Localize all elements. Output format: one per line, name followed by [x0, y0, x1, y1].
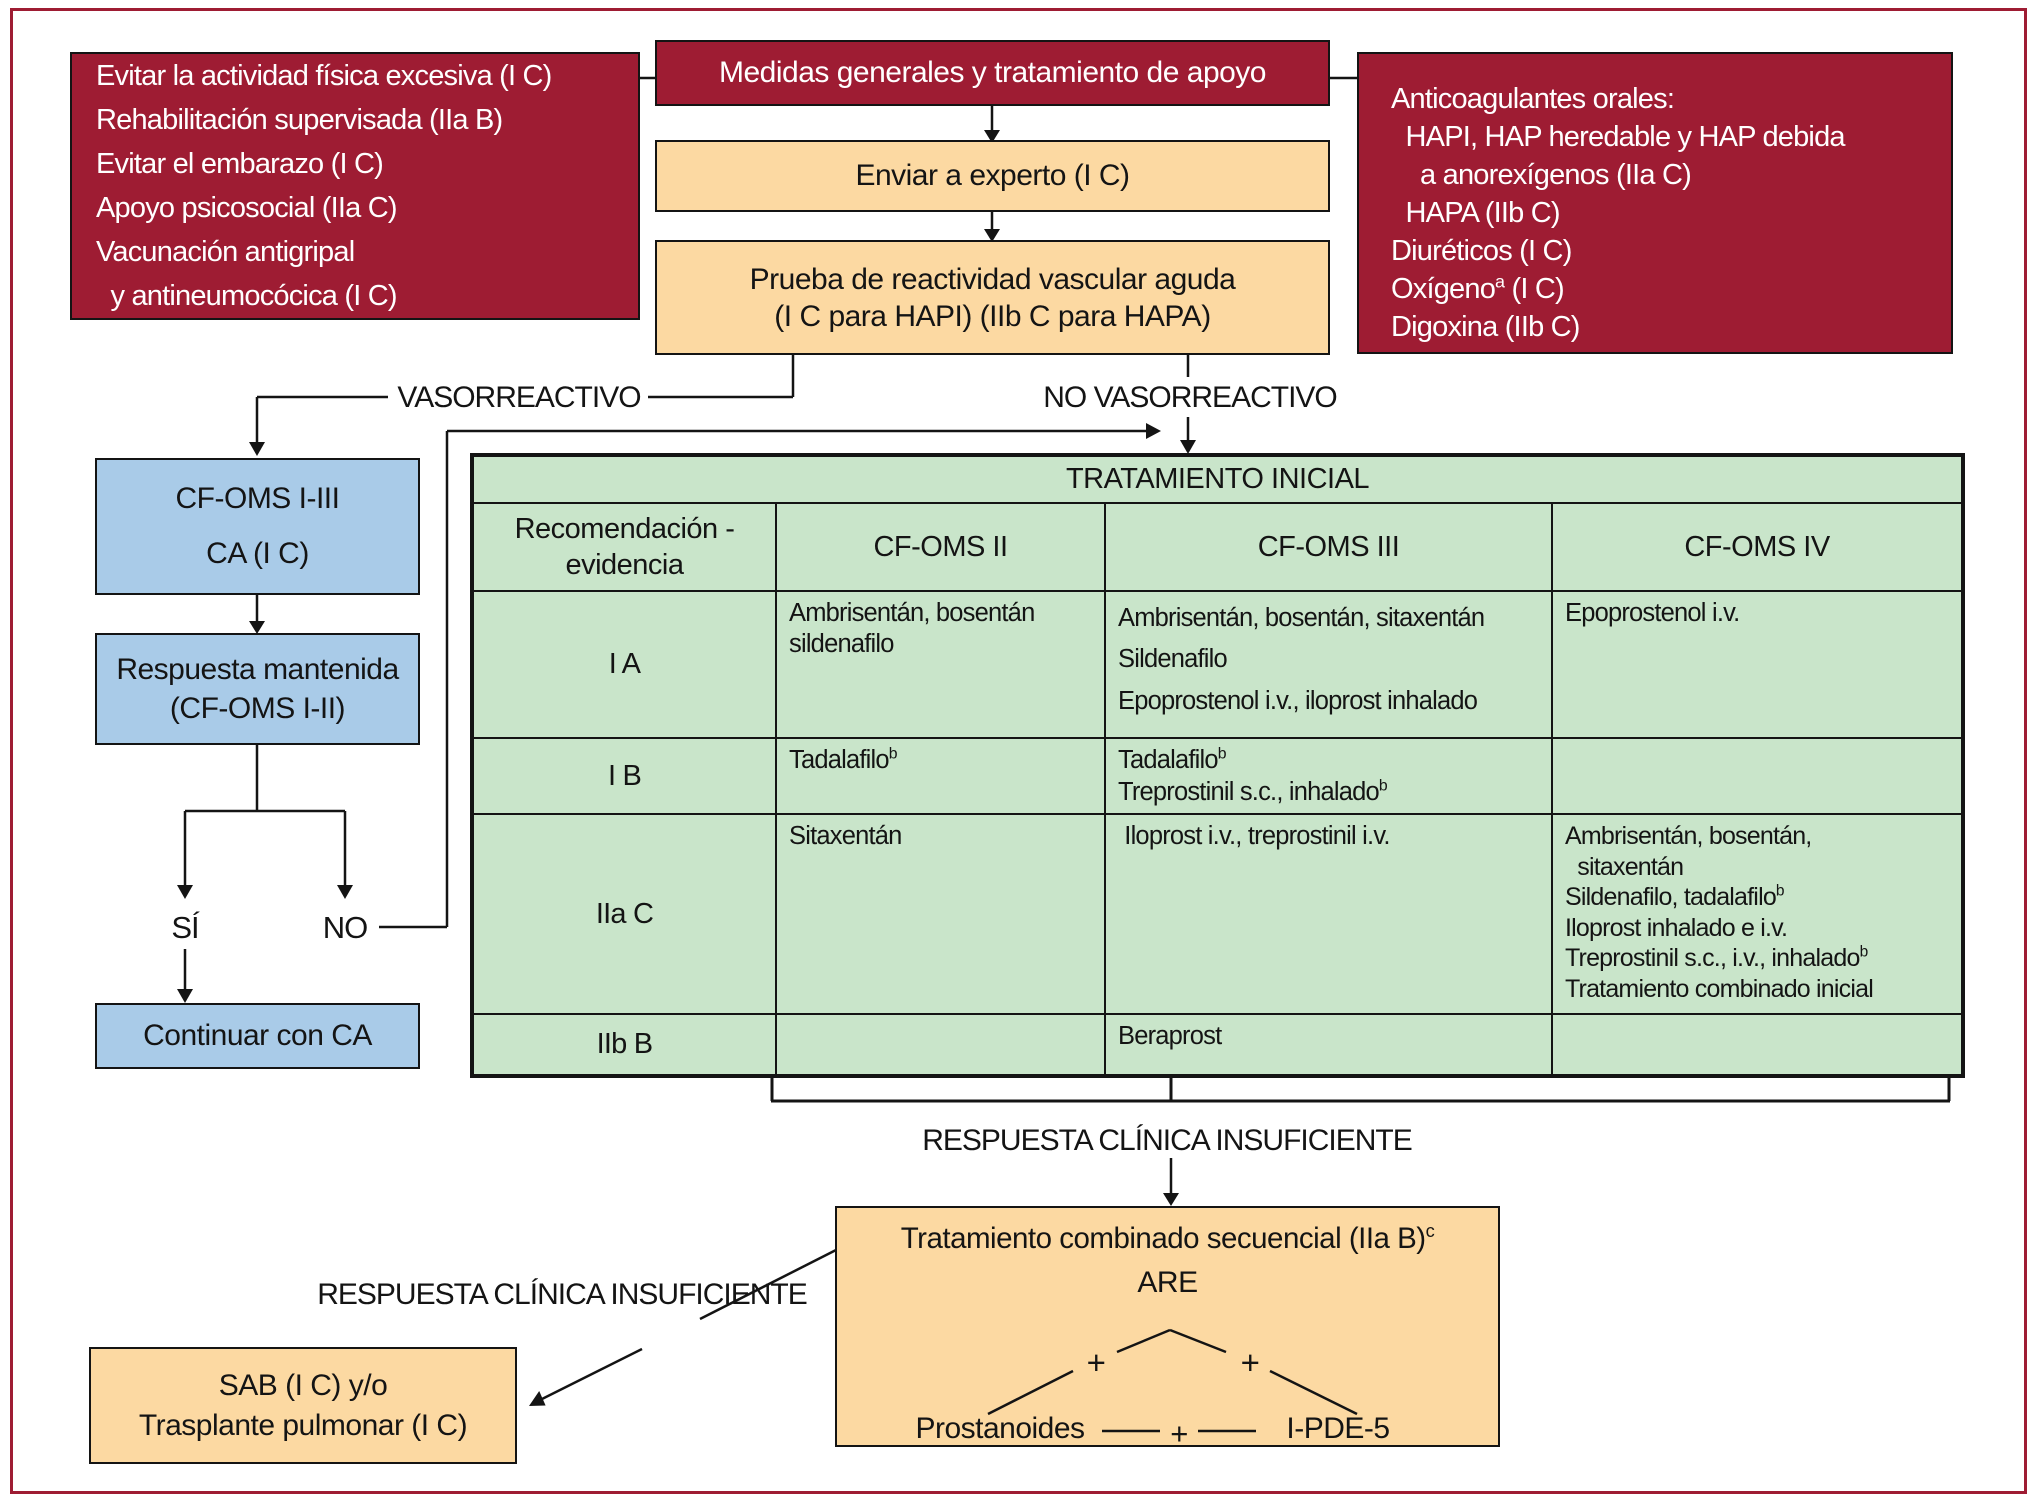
no-vasorreactivo-label: NO VASORREACTIVO: [1043, 381, 1338, 414]
tratamiento-combinado-title: Tratamiento combinado secuencial (IIa B)…: [900, 1220, 1435, 1255]
ipde5-label: I-PDE-5: [1286, 1412, 1390, 1445]
anticoagulantes-box: Anticoagulantes orales: HAPI, HAP hereda…: [1357, 52, 1953, 354]
col-header-cfoms3: CF-OMS III: [1104, 502, 1551, 590]
prueba-reactividad-text: Prueba de reactividad vascular aguda(I C…: [749, 262, 1236, 333]
si-label: SÍ: [171, 910, 199, 945]
cfoms-ca-line2: CA (I C): [206, 537, 309, 571]
enviar-experto-box: Enviar a experto (I C): [655, 140, 1330, 212]
row-iibb-cfoms2: [775, 1013, 1104, 1074]
figure-border: [10, 8, 2027, 1494]
prostanoides-label: Prostanoides: [915, 1412, 1085, 1445]
col-header-recomendacion: Recomendación -evidencia: [474, 502, 775, 590]
vasorreactivo-label: VASORREACTIVO: [397, 381, 641, 414]
no-label: NO: [322, 910, 369, 945]
respuesta-clinica-label-2: RESPUESTA CLÍNICA INSUFICIENTE: [317, 1278, 808, 1311]
enviar-experto-label: Enviar a experto (I C): [855, 159, 1130, 192]
cfoms-ca-box: CF-OMS I-III CA (I C): [95, 458, 420, 595]
col-header-cfoms4: CF-OMS IV: [1551, 502, 1961, 590]
row-ib-cfoms4: [1551, 737, 1961, 813]
row-ia-cfoms4: Epoprostenol i.v.: [1551, 590, 1961, 737]
row-iibb-grade: IIb B: [474, 1013, 775, 1074]
table-title: TRATAMIENTO INICIAL: [1065, 463, 1370, 496]
respuesta-mantenida-box: Respuesta mantenida(CF-OMS I-II): [95, 633, 420, 745]
row-ib-grade: I B: [474, 737, 775, 813]
general-measures-box: Evitar la actividad física excesiva (I C…: [70, 52, 640, 320]
col-header-cfoms2: CF-OMS II: [775, 502, 1104, 590]
plus-bottom: +: [1170, 1416, 1188, 1451]
row-ia-grade: I A: [474, 590, 775, 737]
general-measures-text: Evitar la actividad física excesiva (I C…: [96, 60, 552, 312]
are-label: ARE: [1137, 1266, 1198, 1299]
plus-left: +: [1086, 1344, 1106, 1381]
tratamiento-combinado-box: Tratamiento combinado secuencial (IIa B)…: [835, 1206, 1500, 1447]
cfoms-ca-line1: CF-OMS I-III: [175, 481, 340, 515]
row-iibb-cfoms4: [1551, 1013, 1961, 1074]
medidas-generales-box: Medidas generales y tratamiento de apoyo: [655, 40, 1330, 106]
tratamiento-inicial-table: TRATAMIENTO INICIAL Recomendación -evide…: [470, 453, 1965, 1078]
row-iibb-cfoms3: Beraprost: [1104, 1013, 1551, 1074]
respuesta-clinica-label-1: RESPUESTA CLÍNICA INSUFICIENTE: [922, 1124, 1413, 1157]
row-iiac-cfoms2: Sitaxentán: [775, 813, 1104, 1013]
continuar-ca-label: Continuar con CA: [143, 1019, 372, 1052]
row-iiac-cfoms3: Iloprost i.v., treprostinil i.v.: [1104, 813, 1551, 1013]
row-ib-cfoms2: Tadalafilob: [775, 737, 1104, 813]
row-iiac-grade: IIa C: [474, 813, 775, 1013]
anticoagulantes-text: Anticoagulantes orales: HAPI, HAP hereda…: [1391, 83, 1846, 343]
medidas-generales-label: Medidas generales y tratamiento de apoyo: [718, 56, 1267, 89]
respuesta-mantenida-text: Respuesta mantenida(CF-OMS I-II): [116, 653, 399, 725]
prueba-reactividad-box: Prueba de reactividad vascular aguda(I C…: [655, 240, 1330, 355]
continuar-ca-box: Continuar con CA: [95, 1003, 420, 1069]
plus-right: +: [1240, 1344, 1260, 1381]
